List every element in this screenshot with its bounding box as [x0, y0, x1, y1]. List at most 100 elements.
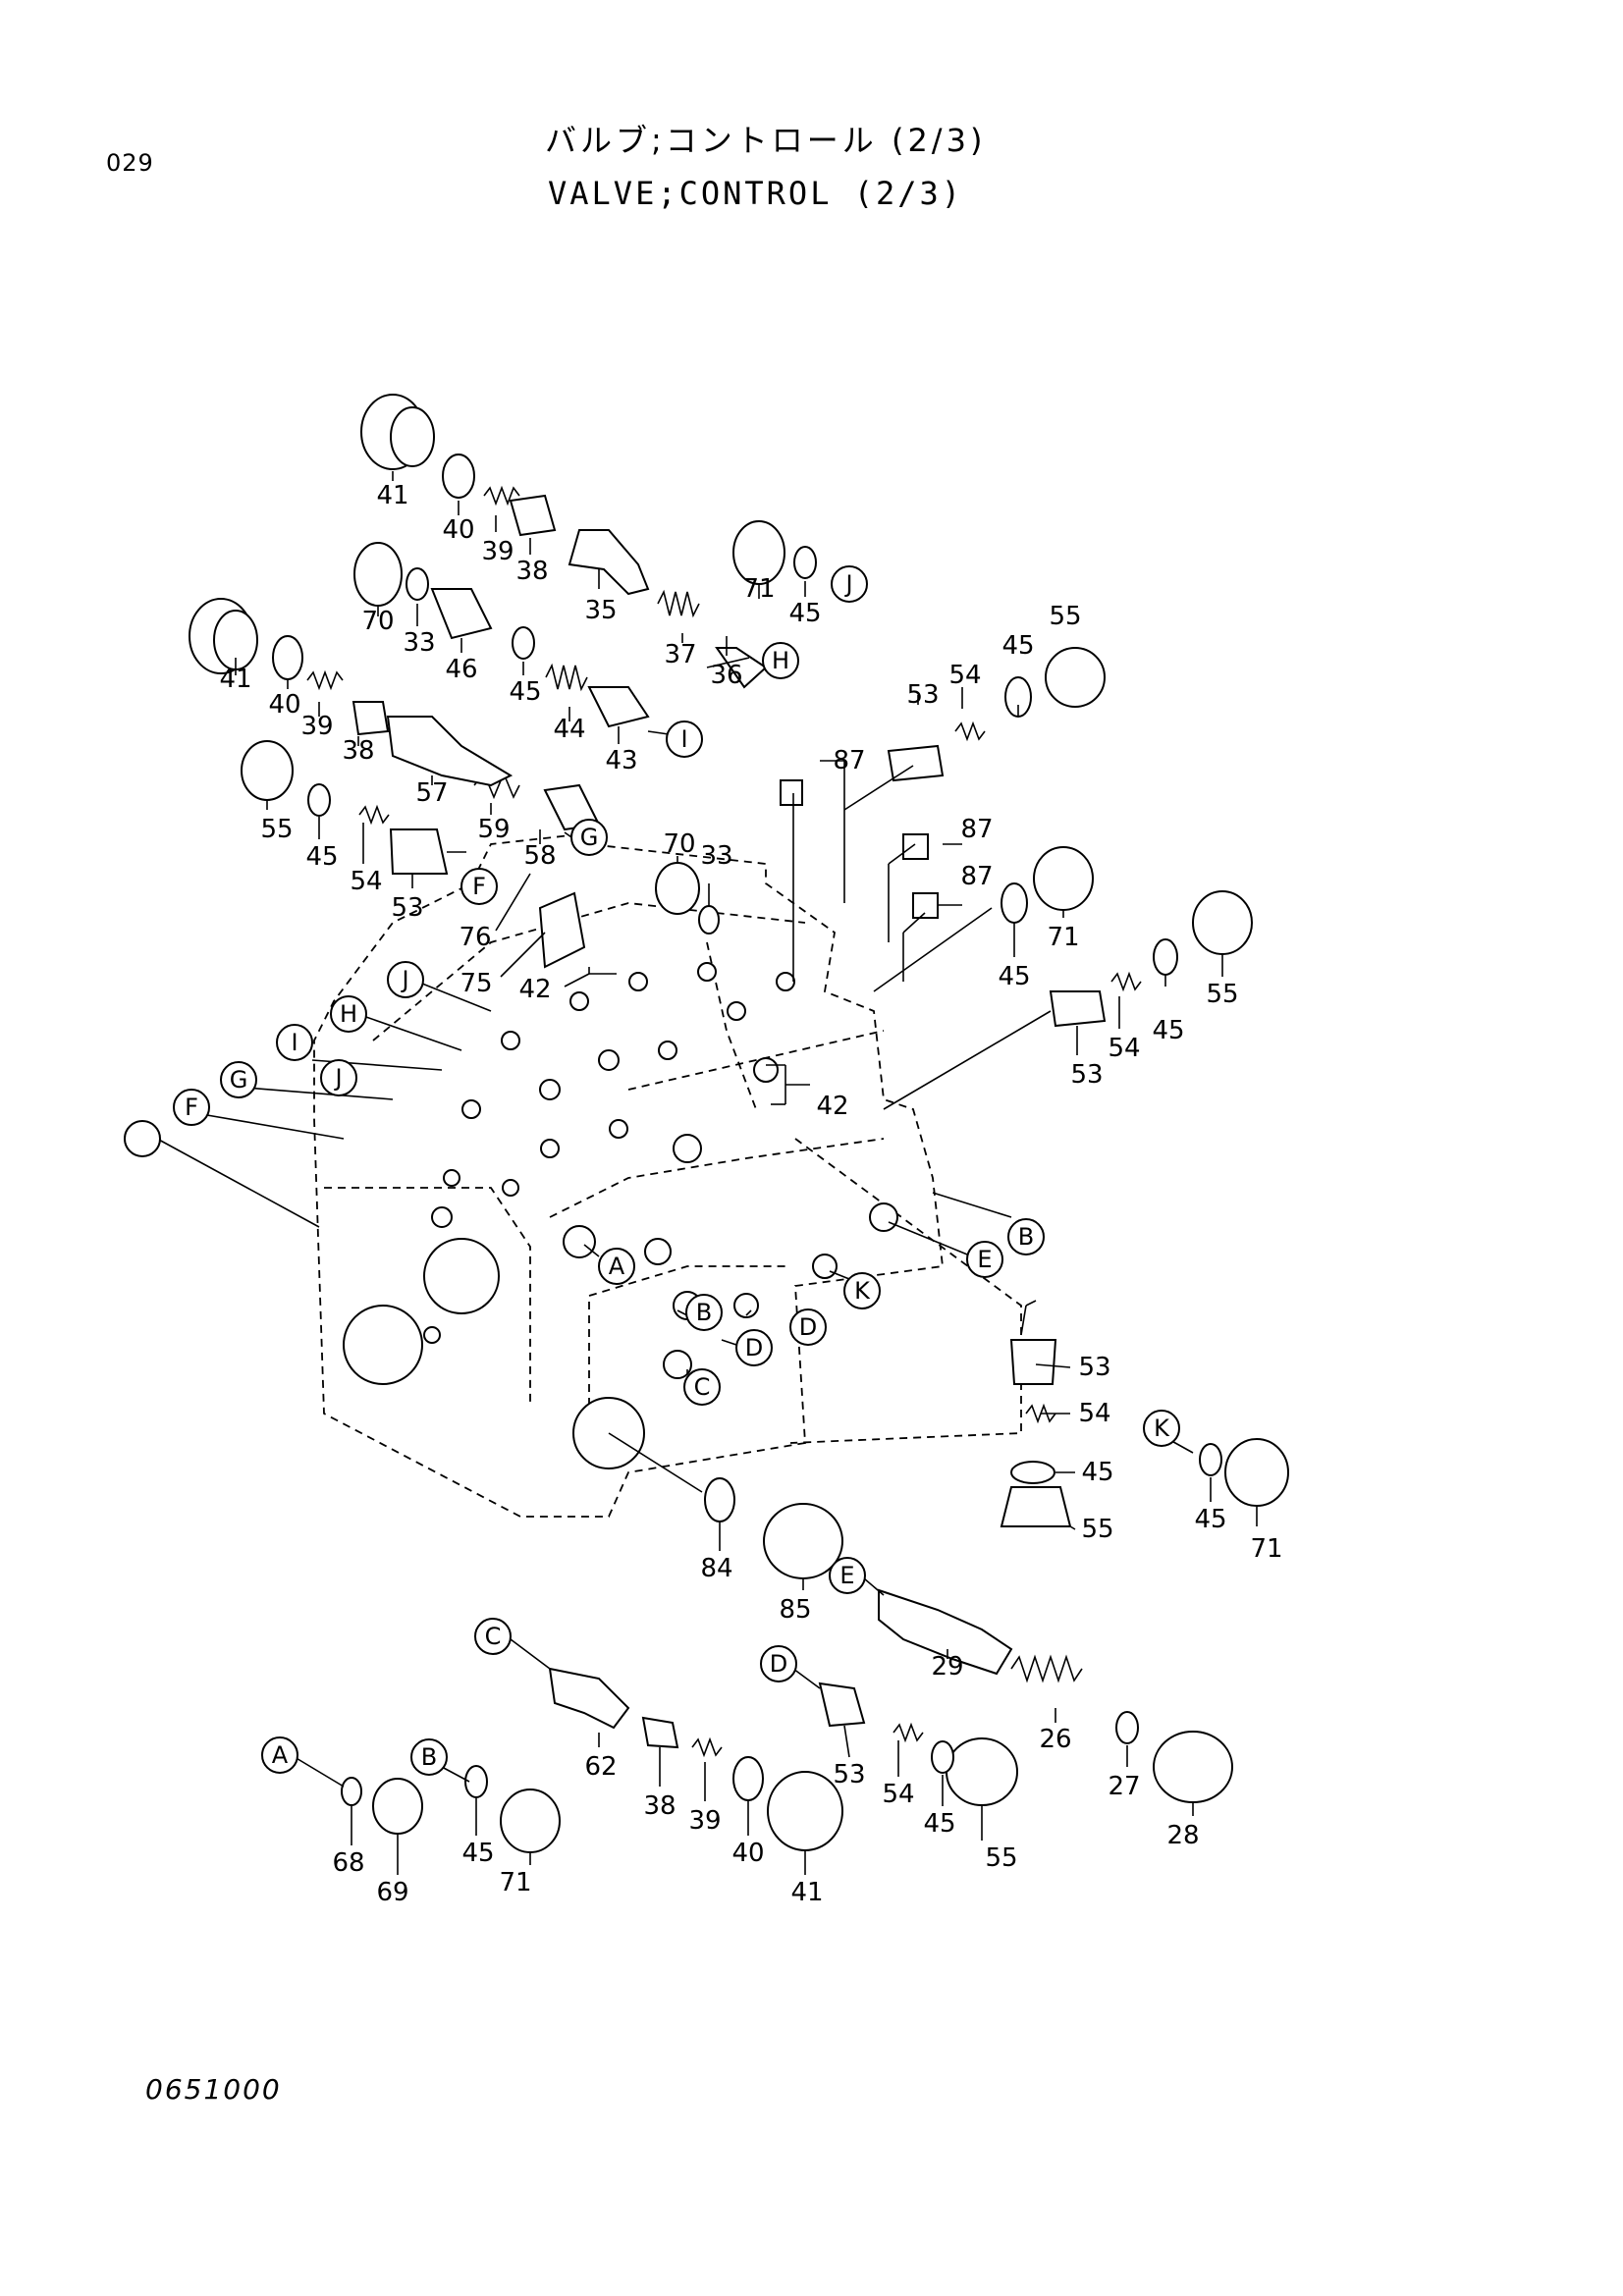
callout-label: C	[694, 1373, 711, 1401]
part-label: 55	[260, 815, 293, 844]
part-label: 29	[931, 1652, 963, 1682]
part-label: 55	[985, 1843, 1017, 1873]
callout-labels: J H I G F J H I J G F A B D K E B D C K …	[185, 570, 1170, 1771]
callout-label: C	[485, 1623, 502, 1650]
part-label: 85	[779, 1595, 811, 1625]
part-label: 58	[523, 841, 556, 871]
part-label: 45	[1081, 1458, 1113, 1487]
part-label: 41	[376, 481, 408, 510]
part-label: 54	[1108, 1034, 1140, 1063]
part-label: 87	[833, 746, 865, 775]
callout-label: A	[609, 1253, 625, 1280]
callout-label: G	[580, 824, 599, 851]
part-label: 76	[459, 923, 491, 952]
part-label: 33	[700, 841, 732, 871]
part-label: 55	[1049, 602, 1081, 631]
part-label: 36	[710, 661, 742, 690]
part-label: 45	[788, 599, 821, 628]
part-label: 44	[553, 715, 585, 744]
callout-label: J	[333, 1064, 342, 1092]
part-label: 55	[1206, 980, 1238, 1009]
part-label: 43	[605, 746, 637, 775]
part-label: 53	[1078, 1353, 1110, 1382]
part-label: 57	[415, 778, 448, 808]
valve-body	[313, 833, 1022, 1518]
part-label: 41	[790, 1878, 823, 1907]
part-label: 35	[584, 596, 617, 625]
callout-label: K	[1154, 1415, 1170, 1442]
callout-label: E	[977, 1246, 992, 1273]
part-label: 62	[584, 1752, 617, 1782]
callout-label: I	[680, 725, 687, 753]
part-label: 45	[1001, 631, 1034, 661]
part-label: 53	[833, 1760, 865, 1789]
drawing-number: 0651000	[145, 2073, 282, 2106]
part-label: 54	[350, 867, 382, 896]
part-label: 33	[403, 628, 435, 658]
part-label: 38	[342, 736, 374, 766]
part-label: 75	[460, 969, 492, 998]
part-label: 40	[442, 515, 474, 545]
part-label: 27	[1108, 1772, 1140, 1801]
callout-label: H	[340, 1000, 357, 1028]
body-ports	[343, 962, 898, 1469]
part-label: 41	[219, 665, 251, 694]
callout-label: B	[421, 1743, 437, 1771]
callout-label: F	[185, 1094, 198, 1121]
part-label: 45	[1194, 1505, 1226, 1534]
callout-label: B	[1018, 1223, 1034, 1251]
part-label: 45	[509, 677, 541, 707]
part-label: 53	[906, 680, 939, 710]
part-label: 45	[461, 1839, 494, 1868]
title-english: VALVE;CONTROL (2/3)	[548, 175, 964, 212]
part-label: 45	[305, 842, 338, 872]
part-label: 71	[499, 1868, 531, 1897]
part-label: 70	[663, 829, 695, 859]
part-label: 59	[477, 815, 510, 844]
part-label: 87	[960, 862, 993, 891]
callout-circles	[124, 565, 1180, 1776]
part-label: 45	[923, 1809, 955, 1839]
part-label: 46	[445, 655, 477, 684]
part-label: 45	[998, 962, 1030, 991]
callout-label: D	[745, 1334, 763, 1362]
part-label: 71	[1250, 1534, 1282, 1564]
callout-label: B	[696, 1299, 712, 1326]
part-label: 42	[518, 975, 551, 1004]
part-label: 40	[268, 690, 300, 720]
leader-lines	[156, 471, 1258, 1875]
callout-label: J	[843, 570, 852, 598]
part-label: 38	[515, 557, 548, 586]
part-label: 53	[391, 893, 423, 923]
part-label: 70	[361, 607, 394, 636]
callout-label: E	[839, 1562, 854, 1589]
callout-label: D	[770, 1650, 787, 1678]
title-japanese: バルブ;コントロール (2/3)	[545, 122, 987, 159]
part-label: 87	[960, 815, 993, 844]
part-label: 39	[300, 712, 333, 741]
part-label: 71	[742, 574, 775, 604]
part-label: 54	[1078, 1399, 1110, 1428]
callout-label: G	[230, 1066, 248, 1094]
part-label: 42	[816, 1092, 848, 1121]
callout-label: J	[400, 966, 408, 993]
part-label: 40	[731, 1839, 764, 1868]
callout-label: H	[772, 647, 789, 674]
parts-shapes	[189, 394, 1289, 1853]
part-label: 28	[1166, 1821, 1199, 1850]
part-label: 55	[1081, 1515, 1113, 1544]
part-label: 54	[882, 1780, 914, 1809]
part-label: 39	[688, 1806, 721, 1836]
part-label: 45	[1152, 1016, 1184, 1045]
part-labels: 41 40 39 38 35 71 45 70 33 46 37 36 45 4…	[219, 481, 1282, 1907]
part-label: 54	[948, 661, 981, 690]
callout-label: A	[272, 1741, 289, 1769]
part-label: 68	[332, 1848, 364, 1878]
part-label: 71	[1047, 923, 1079, 952]
part-label: 38	[643, 1791, 676, 1821]
part-label: 69	[376, 1878, 408, 1907]
callout-label: F	[472, 873, 486, 900]
part-label: 37	[664, 640, 696, 669]
page-number: 029	[106, 149, 154, 177]
